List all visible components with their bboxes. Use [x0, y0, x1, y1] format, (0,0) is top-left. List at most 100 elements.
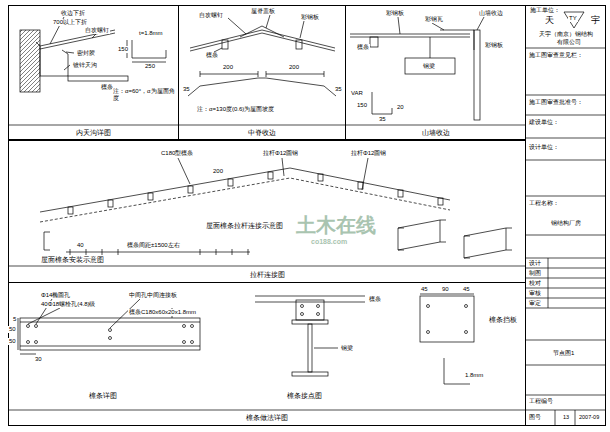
annotation-label: 1.8mm	[464, 372, 484, 379]
drawing-stroke	[575, 410, 576, 425]
drawing-stroke	[222, 40, 228, 49]
drawing-stroke	[266, 15, 270, 28]
drawing-stroke	[191, 341, 194, 344]
drawing-stroke	[398, 190, 403, 197]
drawing-stroke	[464, 228, 506, 236]
drawing-stroke	[301, 305, 304, 308]
drawing-stroke	[8, 12, 605, 425]
drawing-stroke	[64, 65, 70, 70]
title-block-text: 有限公司	[556, 39, 582, 46]
gable-flashing-detail	[350, 17, 484, 120]
panel-title: 中脊收边	[246, 129, 278, 137]
drawing-stroke	[440, 30, 474, 50]
title-block-text: 工程编号	[528, 398, 554, 404]
drawing-stroke	[301, 313, 304, 316]
drawing-stroke	[44, 232, 50, 250]
annotation-label: 自攻螺钉	[198, 12, 224, 19]
title-block-heading: 施工单位：	[528, 7, 562, 13]
title-block-text: 宇	[590, 16, 601, 26]
drawing-stroke	[525, 278, 605, 279]
drawing-stroke	[317, 305, 320, 308]
drawing-stroke	[118, 249, 119, 255]
annotation-label: Φ14椭圆孔	[40, 292, 71, 299]
annotation-label: 檩条接点图	[286, 392, 323, 400]
drawing-stroke	[20, 322, 200, 323]
annotation-label: 50	[8, 338, 17, 345]
annotation-label: 屋面檩条拉杆连接示意图	[205, 222, 284, 230]
drawing-stroke	[427, 331, 430, 334]
drawing-stroke	[398, 220, 440, 228]
annotation-label: 35	[378, 116, 387, 123]
drawing-stroke	[398, 242, 440, 250]
title-block-text: 校对	[528, 280, 542, 286]
title-block-text: 施工图审查意见栏：	[528, 52, 584, 58]
drawing-stroke	[70, 249, 71, 255]
annotation-label: 自攻螺钉	[84, 27, 110, 34]
drawing-stroke	[28, 308, 60, 324]
drawing-stroke	[324, 71, 325, 77]
drawing-stroke	[148, 193, 153, 200]
drawing-stroke	[228, 179, 233, 186]
annotation-label: 700以上下折	[52, 19, 88, 26]
drawing-stroke	[292, 320, 328, 324]
drawing-stroke	[525, 160, 605, 161]
annotation-label: 密封胶	[76, 50, 96, 57]
drawing-stroke	[248, 249, 249, 255]
drawing-stroke	[525, 138, 605, 139]
drawing-stroke	[300, 21, 304, 38]
annotation-label: 50	[8, 326, 17, 333]
annotation-label: 檩条	[205, 52, 219, 59]
drawing-stroke	[8, 125, 525, 126]
drawing-stroke	[525, 235, 605, 236]
drawing-stroke	[188, 78, 336, 96]
drawing-stroke	[372, 92, 392, 114]
annotation-label: 200	[212, 168, 224, 175]
title-block-text: 建设单位：	[528, 119, 560, 125]
drawing-stroke	[474, 30, 480, 120]
purlin-joint-detail	[255, 296, 365, 376]
title-strip-line	[8, 125, 525, 410]
panel-title: 檩条做法详图	[244, 414, 290, 422]
title-block-text: 审核	[528, 290, 542, 296]
annotation-label: 40	[76, 242, 85, 249]
drawing-stroke	[102, 249, 103, 255]
annotation-label: t=1.8mm	[138, 30, 164, 37]
annotation-label: 35	[182, 86, 191, 93]
title-block-text: 图号	[528, 414, 542, 420]
drawing-stroke	[314, 348, 338, 349]
drawing-stroke	[132, 40, 166, 58]
drawing-stroke	[35, 341, 38, 344]
drawing-stroke	[405, 58, 455, 74]
drawing-stroke	[8, 410, 525, 411]
panel-title: 拉杆连接图	[248, 271, 287, 279]
annotation-label: 屋脊盖板	[250, 8, 276, 15]
title-block-text: 设计单位：	[528, 144, 560, 150]
drawing-stroke	[440, 220, 446, 242]
annotation-label: 檩条C180x60x20x1.8mm	[128, 309, 197, 316]
drawing-stroke	[464, 236, 470, 258]
annotation-label: 檩条	[368, 296, 382, 303]
drawing-stroke	[465, 331, 468, 334]
drawing-stroke	[420, 296, 474, 342]
annotation-label: 注：α=60°，α为屋面角度	[112, 88, 176, 101]
drawing-panel: 中脊收边	[178, 5, 346, 141]
drawing-panel: 内天沟详图	[8, 5, 179, 141]
drawing-stroke	[525, 258, 605, 259]
title-block-text: 节点图1	[552, 350, 575, 357]
drawing-stroke	[525, 298, 605, 299]
drawing-stroke	[109, 337, 112, 340]
drawing-stroke	[188, 186, 193, 193]
drawing-stroke	[564, 12, 584, 28]
drawing-stroke	[350, 37, 470, 38]
title-block-text: 审定	[528, 300, 542, 306]
drawing-stroke	[92, 34, 96, 38]
drawing-stroke	[40, 168, 450, 212]
annotation-label: 45	[462, 286, 471, 293]
drawing-stroke	[525, 268, 605, 269]
drawing-stroke	[350, 34, 470, 35]
drawing-stroke	[506, 228, 512, 250]
drawing-stroke	[296, 300, 324, 320]
drawing-stroke	[398, 17, 400, 34]
annotation-label: 拉杆Φ12圆钢	[262, 150, 299, 157]
drawing-stroke	[266, 74, 324, 75]
